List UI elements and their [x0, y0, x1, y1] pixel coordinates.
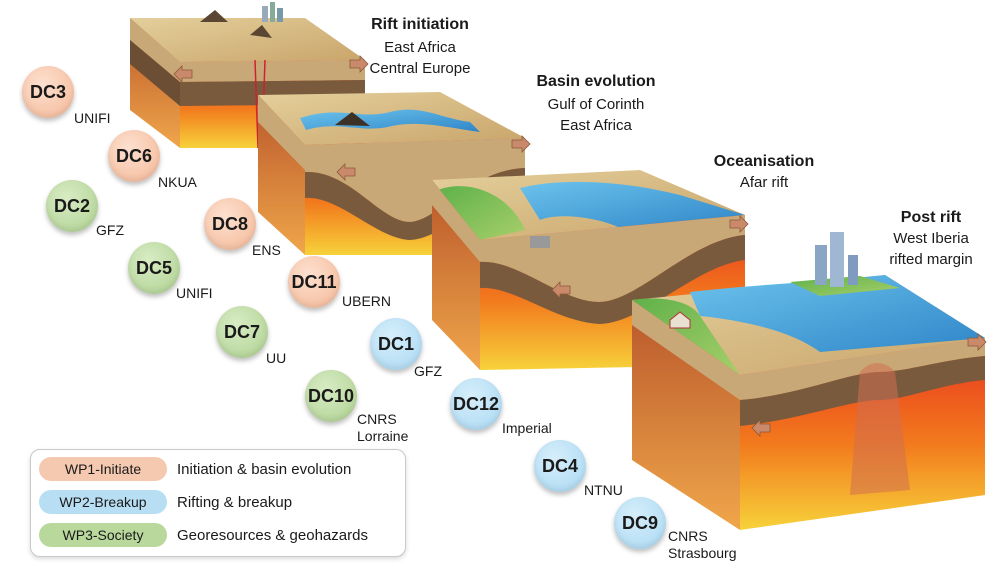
institution-dc5: UNIFI [176, 285, 213, 301]
badge-dc3: DC3 [22, 66, 74, 118]
legend-row-wp3: WP3-Society Georesources & geohazards [39, 522, 368, 548]
stage-line-basin-evolution-2: East Africa [560, 117, 632, 134]
badge-dc7: DC7 [216, 306, 268, 358]
institution-dc8: ENS [252, 242, 281, 258]
institution-dc6: NKUA [158, 174, 197, 190]
badge-dc1: DC1 [370, 318, 422, 370]
stage-line-oceanisation-1: Afar rift [739, 174, 789, 191]
badge-dc12: DC12 [450, 378, 502, 430]
badge-dc2: DC2 [46, 180, 98, 232]
stage-line-rift-initiation-2: Central Europe [369, 60, 471, 77]
stage-line-post-rift-1: West Iberia [893, 230, 969, 247]
legend-desc-wp3: Georesources & geohazards [177, 526, 368, 544]
institution-dc12: Imperial [502, 420, 552, 436]
institution-dc11: UBERN [342, 293, 392, 309]
stage-title-basin-evolution: Basin evolution [536, 73, 656, 90]
stage-line-basin-evolution-1: Gulf of Corinth [547, 96, 645, 113]
institution-dc3: UNIFI [74, 110, 111, 126]
block-oceanisation [432, 170, 749, 370]
legend-row-wp2: WP2-Breakup Rifting & breakup [39, 489, 292, 515]
block-post-rift [632, 232, 987, 530]
legend-pill-wp2: WP2-Breakup [39, 490, 167, 514]
badge-dc4: DC4 [534, 440, 586, 492]
stage-title-post-rift: Post rift [900, 209, 962, 226]
block-basin-evolution [258, 92, 531, 255]
legend-pill-wp3: WP3-Society [39, 523, 167, 547]
legend-desc-wp2: Rifting & breakup [177, 493, 293, 511]
stage-line-post-rift-2: rifted margin [889, 251, 973, 268]
institution-dc1: GFZ [414, 363, 442, 379]
badge-dc8: DC8 [204, 198, 256, 250]
work-package-legend: WP1-Initiate Initiation & basin evolutio… [30, 449, 406, 557]
legend-pill-wp1: WP1-Initiate [39, 457, 167, 481]
institution-dc9: CNRS Strasbourg [668, 528, 737, 561]
institution-dc4: NTNU [584, 482, 623, 498]
institution-dc7: UU [266, 350, 287, 366]
stage-title-oceanisation: Oceanisation [713, 153, 815, 170]
stage-title-rift-initiation: Rift initiation [371, 16, 469, 33]
badge-dc9: DC9 [614, 497, 666, 549]
badge-dc11: DC11 [288, 256, 340, 308]
legend-row-wp1: WP1-Initiate Initiation & basin evolutio… [39, 456, 351, 482]
badge-dc5: DC5 [128, 242, 180, 294]
badge-dc6: DC6 [108, 130, 160, 182]
stage-line-rift-initiation-1: East Africa [384, 39, 456, 56]
badge-dc10: DC10 [305, 370, 357, 422]
institution-dc2: GFZ [96, 222, 124, 238]
legend-desc-wp1: Initiation & basin evolution [177, 460, 352, 478]
institution-dc10: CNRS Lorraine [357, 411, 409, 444]
